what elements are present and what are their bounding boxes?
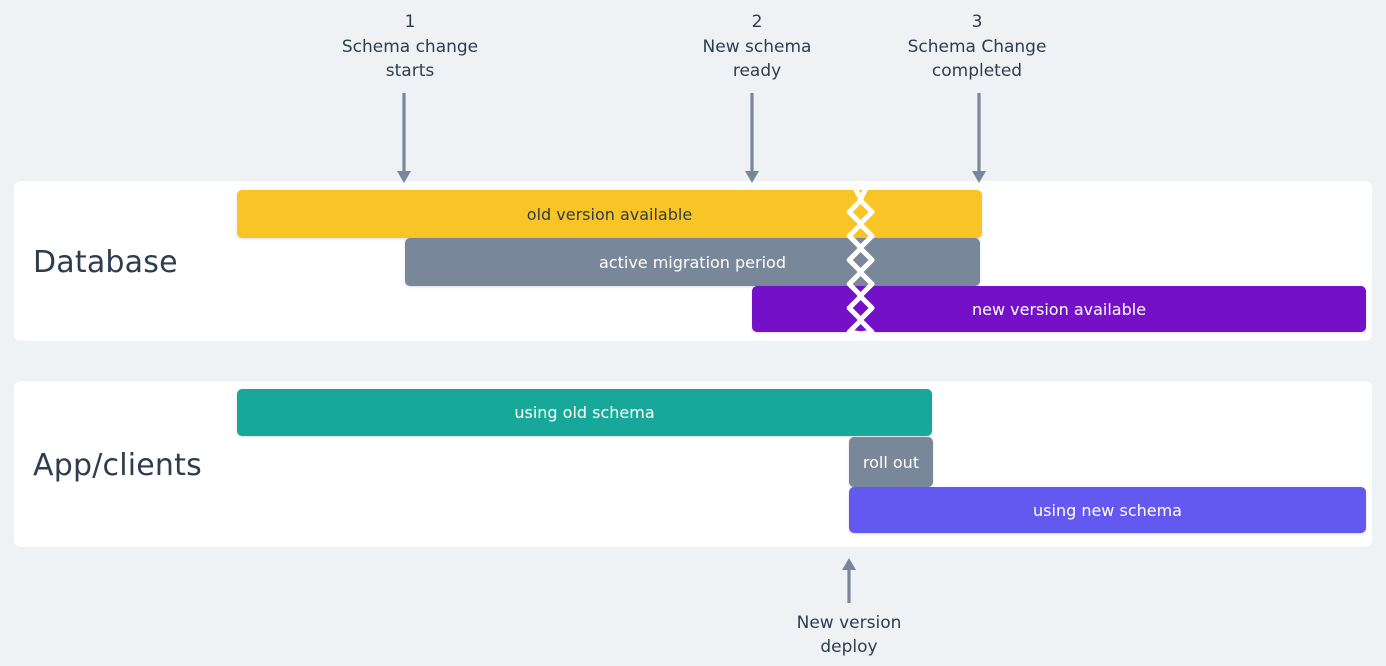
bar-using-new-schema: using new schema	[849, 487, 1366, 533]
bar-label-using-new-schema: using new schema	[1033, 500, 1182, 520]
deploy-note: New version deploy	[796, 613, 902, 657]
milestone-arrow-2	[740, 93, 764, 187]
bar-label-old-version-available: old version available	[526, 204, 693, 224]
bar-label-active-migration-period: active migration period	[599, 252, 786, 272]
bar-old-version-available: old version available	[237, 190, 982, 238]
bar-label-using-old-schema: using old schema	[514, 403, 655, 422]
row-label-database: Database	[33, 245, 178, 280]
milestone-arrow-1	[392, 93, 416, 187]
row-label-app-clients: App/clients	[33, 448, 202, 483]
milestone-number-2: 2	[751, 12, 763, 32]
deploy-arrow	[837, 558, 861, 607]
milestone-number-3: 3	[971, 12, 983, 32]
bar-new-version-available: new version available	[752, 286, 1366, 332]
milestone-label-1: Schema change starts	[341, 37, 479, 81]
milestone-label-2: New schema ready	[702, 37, 812, 81]
bar-active-migration-period: active migration period	[405, 238, 980, 286]
milestone-arrow-3	[967, 93, 991, 187]
bar-label-roll-out: roll out	[862, 452, 920, 472]
bar-roll-out: roll out	[849, 437, 933, 487]
bar-using-old-schema: using old schema	[237, 389, 932, 436]
milestone-label-3: Schema Change completed	[907, 37, 1047, 81]
bar-label-new-version-available: new version available	[971, 299, 1147, 319]
milestone-number-1: 1	[404, 12, 416, 32]
